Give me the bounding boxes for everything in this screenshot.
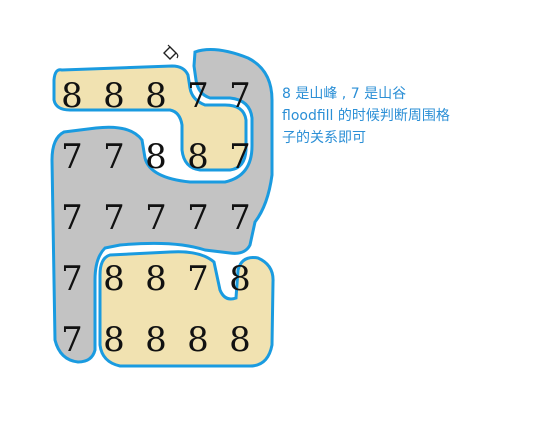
grid-cell: 8 bbox=[187, 137, 209, 177]
grid-cell: 8 bbox=[145, 320, 167, 360]
grid-cell: 7 bbox=[61, 137, 83, 177]
peak-region-top bbox=[52, 64, 248, 172]
grid-cell: 8 bbox=[145, 76, 167, 116]
grid-cell: 8 bbox=[103, 259, 125, 299]
grid-cell: 8 bbox=[229, 320, 251, 360]
grid-cell: 8 bbox=[145, 259, 167, 299]
grid-cell: 7 bbox=[229, 76, 251, 116]
grid-cell: 8 bbox=[187, 320, 209, 360]
grid-cell: 7 bbox=[229, 137, 251, 177]
grid-cell: 8 bbox=[103, 76, 125, 116]
grid-cell: 7 bbox=[187, 198, 209, 238]
annotation-line-1: 8 是山峰 , 7 是山谷 bbox=[282, 86, 407, 102]
grid-cell: 7 bbox=[61, 198, 83, 238]
peak-region-bottom bbox=[98, 250, 275, 368]
grid-cell: 7 bbox=[187, 76, 209, 116]
grid-cell: 8 bbox=[103, 320, 125, 360]
grid-cell: 8 bbox=[229, 259, 251, 299]
valley-region bbox=[50, 48, 274, 364]
grid-cell: 8 bbox=[61, 76, 83, 116]
grid-cell: 7 bbox=[145, 198, 167, 238]
grid-cell: 7 bbox=[103, 198, 125, 238]
grid-cell: 7 bbox=[61, 320, 83, 360]
annotation: 8 是山峰 , 7 是山谷 floodfill 的时候判断周围格 子的关系即可 bbox=[282, 83, 552, 149]
grid-cell: 7 bbox=[61, 259, 83, 299]
grid-cell: 7 bbox=[229, 198, 251, 238]
grid-cell: 8 bbox=[145, 137, 167, 177]
grid-cell: 7 bbox=[103, 137, 125, 177]
annotation-line-3: 子的关系即可 bbox=[282, 130, 366, 146]
grid-cell: 7 bbox=[187, 259, 209, 299]
paint-bucket-icon bbox=[163, 44, 179, 60]
annotation-line-2: floodfill 的时候判断周围格 bbox=[282, 108, 450, 124]
